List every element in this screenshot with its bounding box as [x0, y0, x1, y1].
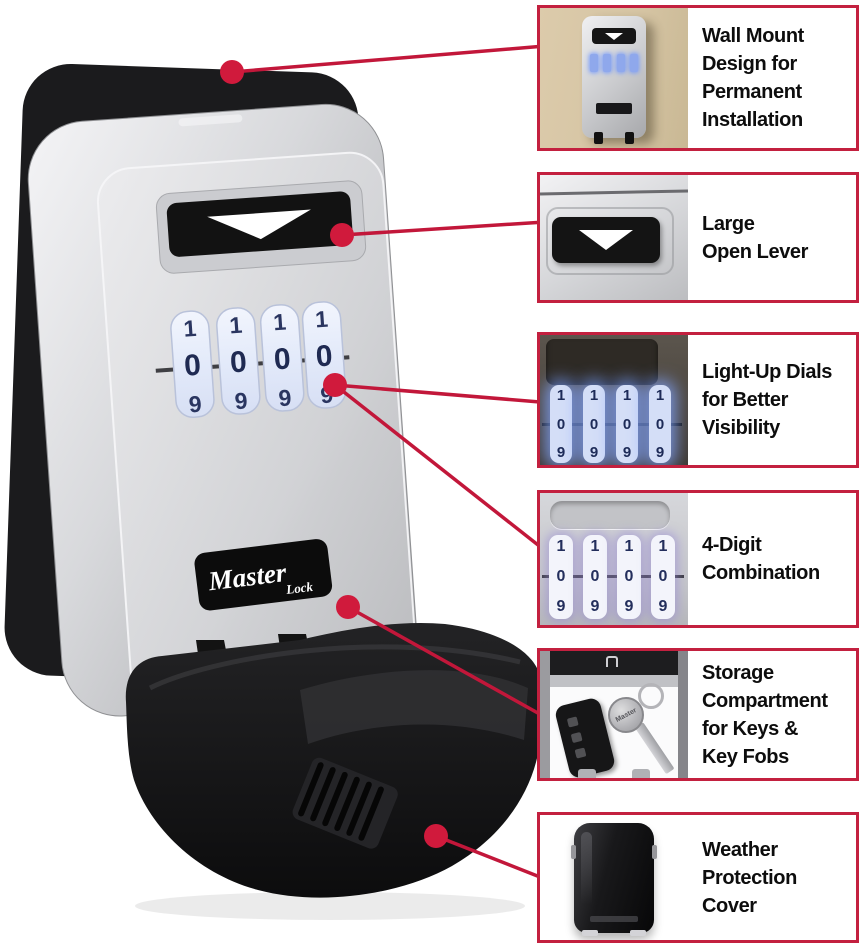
cover-highlight [581, 831, 592, 917]
svg-text:9: 9 [188, 391, 203, 418]
thumb-dials [590, 54, 638, 72]
master-lock-logo: Master Lock [194, 539, 333, 611]
cover-tab [571, 844, 576, 859]
svg-text:0: 0 [315, 339, 334, 373]
callout-open-lever: Large Open Lever [537, 172, 859, 303]
svg-text:1: 1 [272, 309, 287, 336]
callout-text-area: Storage Compartment for Keys & Key Fobs [688, 651, 856, 778]
open-weather-cover [125, 622, 540, 898]
cover-brand-strip [590, 915, 638, 922]
callout-text-area: Wall Mount Design for Permanent Installa… [688, 8, 856, 148]
dark-panel [546, 339, 658, 385]
thumb-foot [594, 132, 603, 144]
callout-weather-cover: Weather Protection Cover [537, 812, 859, 943]
lever-arrow-icon [207, 209, 311, 240]
combination-dials: 1 0 9 1 0 9 1 0 9 1 [170, 301, 347, 418]
thumb-lever [592, 28, 636, 44]
compartment-top-edge [550, 651, 678, 675]
cover-tab [652, 844, 657, 859]
thumb-lever [552, 217, 660, 263]
cover-foot [582, 929, 598, 936]
callout-label: Weather Protection Cover [702, 838, 797, 917]
svg-text:9: 9 [278, 384, 293, 411]
svg-text:9: 9 [320, 381, 335, 408]
key-blade [634, 722, 675, 775]
dial-3: 1 0 9 [259, 304, 305, 412]
svg-text:0: 0 [229, 345, 248, 379]
open-lever-closeup-photo [540, 175, 688, 300]
svg-text:0: 0 [183, 349, 202, 383]
callout-text-area: Large Open Lever [688, 175, 856, 300]
dial-4: 1 0 9 [301, 301, 347, 409]
weather-cover-photo [540, 815, 688, 940]
svg-text:9: 9 [234, 387, 249, 414]
lever-arrow-icon [605, 32, 623, 40]
svg-text:Lock: Lock [284, 579, 314, 597]
thumb-foot [625, 132, 634, 144]
ground-shadow [135, 892, 525, 920]
cover-vent-grille [292, 757, 398, 849]
dial-axle [542, 423, 682, 426]
open-compartment-with-keys-photo: Master [540, 651, 688, 778]
callout-wall-mount: Wall Mount Design for Permanent Installa… [537, 5, 859, 151]
lever-recess-outline [546, 207, 674, 275]
dial-2: 1 0 9 [216, 307, 261, 415]
hinge [578, 769, 596, 778]
top-seam-highlight [178, 114, 243, 127]
svg-text:0: 0 [273, 342, 292, 376]
key-head: Master [608, 697, 644, 733]
wall-mounted-lockbox-photo [540, 8, 688, 148]
callout-text-area: 4-Digit Combination [688, 493, 856, 625]
callout-text-area: Weather Protection Cover [688, 815, 856, 940]
dial-1: 1 0 9 [170, 310, 215, 418]
key-engraving: Master [614, 706, 638, 724]
callout-label: Light-Up Dials for Better Visibility [702, 361, 832, 439]
body-edge-line [540, 189, 688, 196]
dial-axle [542, 575, 684, 578]
thumb-lockbox [582, 16, 646, 144]
callout-label: Wall Mount Design for Permanent Installa… [702, 25, 804, 131]
callout-text-area: Light-Up Dials for Better Visibility [688, 335, 856, 465]
key-fob [553, 696, 617, 778]
lever-arrow-icon [579, 230, 633, 250]
thumb-logo [596, 103, 632, 114]
svg-text:1: 1 [314, 306, 329, 333]
hinge [632, 769, 650, 778]
svg-text:1: 1 [229, 312, 244, 339]
lockbox-product-image: 1 0 9 1 0 9 1 0 9 1 [4, 64, 540, 920]
svg-text:1: 1 [183, 315, 198, 342]
callout-storage: Master Storage Compartment for Keys & Ke… [537, 648, 859, 781]
lockbox-front-body: 1 0 9 1 0 9 1 0 9 1 [27, 103, 418, 717]
latch-mark [606, 656, 618, 667]
callout-label: 4-Digit Combination [702, 534, 820, 584]
callout-label: Large Open Lever [702, 212, 809, 263]
callout-label: Storage Compartment for Keys & Key Fobs [702, 661, 828, 768]
lever-recess [550, 501, 670, 529]
key-ring [638, 683, 664, 709]
cover-foot [630, 929, 646, 936]
weather-cover [571, 822, 657, 936]
